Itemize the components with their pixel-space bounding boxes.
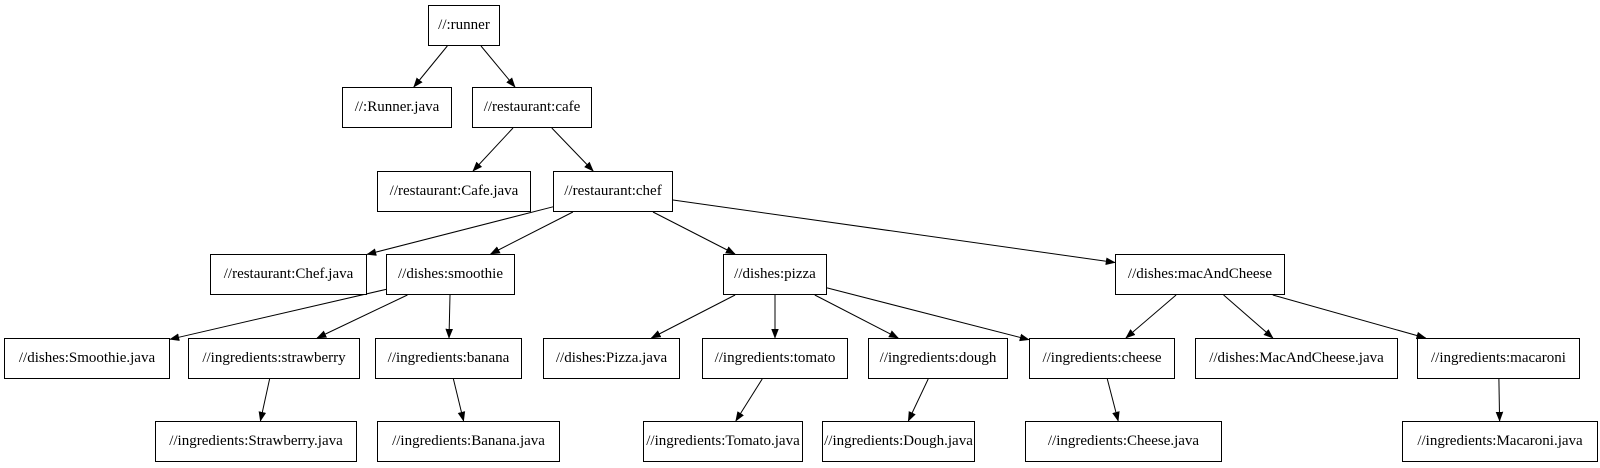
graph-node-label: //:runner (438, 17, 490, 33)
graph-node-label: //ingredients:cheese (1042, 350, 1162, 366)
graph-node-label: //restaurant:Chef.java (223, 266, 354, 282)
graph-node-dough_java: //ingredients:Dough.java (822, 421, 975, 462)
graph-node-label: //restaurant:Cafe.java (389, 183, 519, 199)
graph-node-macaroni_java: //ingredients:Macaroni.java (1402, 421, 1598, 462)
graph-node-pizza: //dishes:pizza (723, 254, 827, 295)
edge-dough-to-dough_java (907, 378, 929, 422)
graph-node-label: //restaurant:chef (564, 183, 662, 199)
graph-node-label: //ingredients:Dough.java (824, 433, 973, 449)
edge-runner-to-cafe (480, 45, 516, 88)
edge-cafe-to-chef (551, 127, 594, 172)
edge-macandcheese-to-macandcheese_java (1223, 294, 1274, 339)
graph-node-label: //ingredients:banana (387, 350, 510, 366)
graph-node-label: //dishes:Pizza.java (555, 350, 668, 366)
graph-node-tomato: //ingredients:tomato (702, 338, 848, 379)
edge-macandcheese-to-cheese (1125, 294, 1177, 339)
graph-node-pizza_java: //dishes:Pizza.java (543, 338, 680, 379)
graph-node-label: //dishes:smoothie (398, 266, 503, 282)
graph-node-label: //dishes:macAndCheese (1127, 266, 1273, 282)
graph-node-label: //ingredients:Cheese.java (1047, 433, 1200, 449)
edge-cheese-to-cheese_java (1106, 378, 1120, 422)
graph-node-banana: //ingredients:banana (375, 338, 522, 379)
edge-banana-to-banana_java (452, 378, 466, 422)
edge-strawberry-to-strawberry_java (258, 378, 271, 422)
edge-pizza-to-pizza_java (650, 294, 736, 339)
graph-node-banana_java: //ingredients:Banana.java (377, 421, 560, 462)
graph-node-smoothie_java: //dishes:Smoothie.java (4, 338, 170, 379)
graph-node-label: //ingredients:Strawberry.java (169, 433, 343, 449)
graph-node-label: //dishes:pizza (734, 266, 816, 282)
edge-smoothie-to-strawberry (316, 294, 408, 339)
graph-node-runner: //:runner (428, 5, 500, 46)
graph-node-smoothie: //dishes:smoothie (386, 254, 515, 295)
graph-node-macandcheese: //dishes:macAndCheese (1115, 254, 1285, 295)
edge-smoothie-to-smoothie_java (169, 288, 387, 341)
graph-node-label: //dishes:Smoothie.java (18, 350, 156, 366)
edge-pizza-to-cheese (826, 287, 1030, 342)
graph-node-runner_java: //:Runner.java (342, 87, 452, 128)
edge-chef-to-macandcheese (672, 199, 1116, 265)
graph-node-strawberry_java: //ingredients:Strawberry.java (155, 421, 357, 462)
graph-node-label: //:Runner.java (354, 99, 440, 115)
graph-node-label: //restaurant:cafe (483, 99, 581, 115)
edge-tomato-to-tomato_java (735, 378, 763, 422)
graph-node-tomato_java: //ingredients:Tomato.java (643, 421, 803, 462)
graph-node-cheese_java: //ingredients:Cheese.java (1025, 421, 1222, 462)
graph-node-cheese: //ingredients:cheese (1029, 338, 1175, 379)
graph-node-strawberry: //ingredients:strawberry (188, 338, 360, 379)
edge-smoothie-to-banana (445, 294, 454, 339)
graph-node-cafe: //restaurant:cafe (472, 87, 592, 128)
edge-chef-to-chef_java (366, 206, 554, 256)
graph-node-macaroni: //ingredients:macaroni (1417, 338, 1580, 379)
graph-node-chef_java: //restaurant:Chef.java (210, 254, 367, 295)
graph-node-cafe_java: //restaurant:Cafe.java (377, 171, 531, 212)
edge-macandcheese-to-macaroni (1272, 294, 1427, 340)
graph-node-label: //ingredients:tomato (714, 350, 836, 366)
graph-node-label: //ingredients:Banana.java (392, 433, 545, 449)
edge-pizza-to-dough (814, 294, 899, 339)
graph-node-label: //ingredients:dough (879, 350, 997, 366)
graph-node-chef: //restaurant:chef (553, 171, 673, 212)
graph-node-label: //ingredients:macaroni (1431, 350, 1566, 366)
graph-node-dough: //ingredients:dough (868, 338, 1008, 379)
graph-node-macandcheese_java: //dishes:MacAndCheese.java (1195, 338, 1398, 379)
graph-node-label: //ingredients:Macaroni.java (1417, 433, 1583, 449)
graph-node-label: //dishes:MacAndCheese.java (1209, 350, 1384, 366)
graph-node-label: //ingredients:Tomato.java (646, 433, 800, 449)
graph-node-label: //ingredients:strawberry (202, 350, 346, 366)
edge-chef-to-smoothie (489, 211, 574, 255)
edge-cafe-to-cafe_java (472, 127, 514, 172)
edge-chef-to-pizza (652, 211, 736, 255)
edge-macaroni-to-macaroni_java (1495, 378, 1504, 422)
edge-runner-to-runner_java (413, 45, 448, 88)
